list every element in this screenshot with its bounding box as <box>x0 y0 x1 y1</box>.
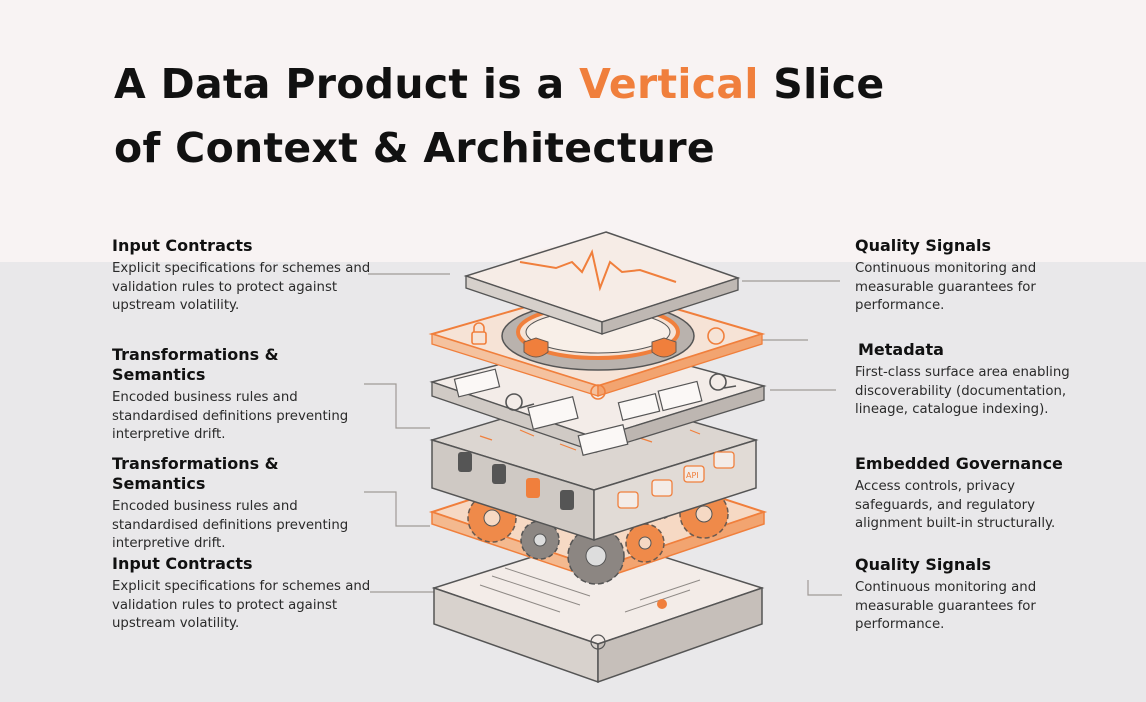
connector-right-4 <box>807 580 842 596</box>
left-block-input-contracts-bottom: Input Contracts Explicit specifications … <box>112 554 372 634</box>
check-icon <box>590 634 606 650</box>
signal-pulse-line <box>519 249 677 292</box>
connector-left-3 <box>364 491 430 527</box>
connector-left-2 <box>364 383 430 429</box>
page-title: A Data Product is a Vertical Slice of Co… <box>114 52 885 180</box>
layer-input-contracts <box>431 535 765 684</box>
left-block-input-contracts-top: Input Contracts Explicit specifications … <box>112 236 372 316</box>
connector-lines <box>364 273 842 596</box>
right-block-body: Continuous monitoring and measurable gua… <box>855 580 1037 632</box>
left-block-transformations-top: Transformations & Semantics Encoded busi… <box>112 345 372 445</box>
right-block-metadata: Metadata First-class surface area enabli… <box>855 340 1088 420</box>
right-block-embedded-governance: Embedded Governance Access controls, pri… <box>855 454 1085 534</box>
api-label: API <box>686 471 699 480</box>
left-block-heading: Input Contracts <box>112 554 253 573</box>
right-block-heading: Metadata <box>858 340 944 359</box>
right-block-heading: Quality Signals <box>855 555 992 574</box>
right-block-quality-signals-top: Quality Signals Continuous monitoring an… <box>855 236 1085 316</box>
left-block-body: Encoded business rules and standardised … <box>112 499 349 551</box>
left-block-transformations-bottom: Transformations & Semantics Encoded busi… <box>112 454 372 554</box>
lock-icons <box>471 322 725 400</box>
right-block-quality-signals-bottom: Quality Signals Continuous monitoring an… <box>855 555 1085 635</box>
title-line2: of Context & Architecture <box>114 124 715 172</box>
right-block-heading: Quality Signals <box>855 236 992 255</box>
left-block-body: Explicit specifications for schemes and … <box>112 261 371 313</box>
left-block-heading: Transformations & Semantics <box>112 454 279 493</box>
pipeline-icons <box>617 451 735 509</box>
title-accent-word: Vertical <box>579 60 759 108</box>
document-icons <box>453 368 703 456</box>
warning-dot-icon <box>657 599 667 609</box>
layer-quality-signals <box>463 231 741 335</box>
left-block-heading: Input Contracts <box>112 236 253 255</box>
gear-icon-2 <box>520 520 560 560</box>
right-block-body: Continuous monitoring and measurable gua… <box>855 261 1037 313</box>
left-block-body: Encoded business rules and standardised … <box>112 390 349 442</box>
gear-icon-4 <box>625 523 665 563</box>
title-line1-suffix: Slice <box>758 60 885 108</box>
left-block-body: Explicit specifications for schemes and … <box>112 579 371 631</box>
magnifier-icons <box>505 373 737 411</box>
plug-icons <box>458 452 574 510</box>
shield-icons <box>523 337 677 358</box>
header-background <box>0 0 1146 262</box>
left-block-heading: Transformations & Semantics <box>112 345 279 384</box>
title-line1-prefix: A Data Product is a <box>114 60 580 108</box>
right-block-body: First-class surface area enabling discov… <box>855 365 1070 417</box>
right-block-body: Access controls, privacy safeguards, and… <box>855 479 1056 531</box>
right-block-heading: Embedded Governance <box>855 454 1063 473</box>
